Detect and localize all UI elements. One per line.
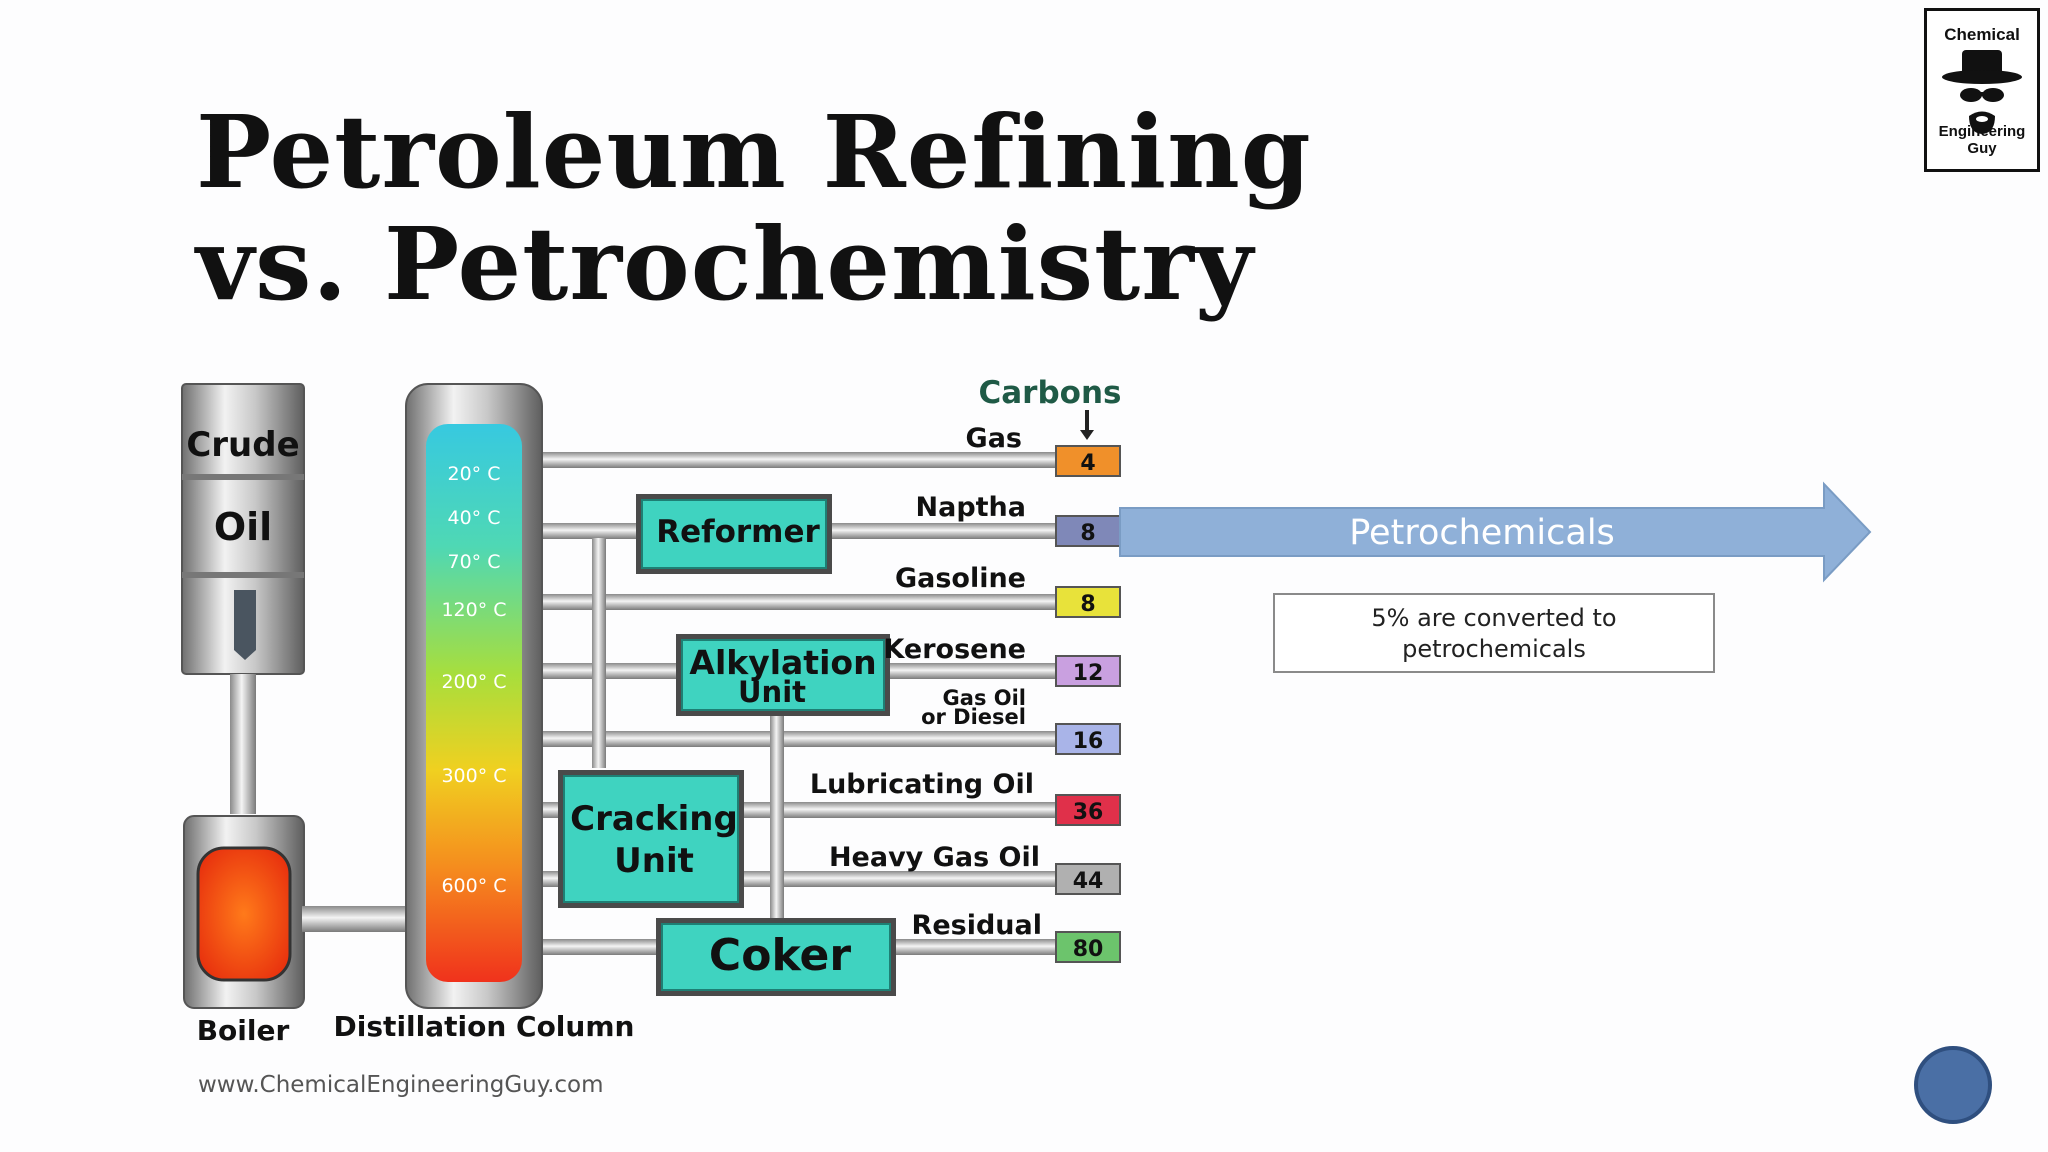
distillation-column: 20° C 40° C 70° C 120° C 200° C 300° C 6…: [334, 383, 635, 1043]
boiler-label: Boiler: [197, 1014, 290, 1047]
pipe-alkylation-down: [770, 712, 784, 924]
crude-oil-drum: Crude Oil: [181, 383, 305, 675]
temp-label: 20° C: [448, 463, 501, 485]
logo-top-text: Chemical: [1944, 25, 2020, 44]
carbon-count-boxes: 4 8 8 12 16 36 44 80: [1055, 445, 1121, 963]
product-label-gasoline: Gasoline: [895, 563, 1026, 594]
temp-label: 120° C: [441, 599, 506, 621]
arrow-label: Petrochemicals: [1349, 513, 1615, 553]
column-label: Distillation Column: [334, 1010, 635, 1043]
product-label-naptha: Naptha: [916, 492, 1027, 523]
note-line-1: 5% are converted to: [1371, 604, 1617, 632]
cracking-label-1: Cracking: [570, 799, 738, 839]
coker-unit: Coker: [656, 918, 896, 996]
pipe-diesel: [538, 731, 1058, 747]
temp-label: 40° C: [448, 507, 501, 529]
cracking-label-2: Unit: [614, 841, 694, 881]
product-labels: Gas Naptha Gasoline Kerosene Gas Oil or …: [810, 423, 1042, 941]
product-label-heavy-gas-oil: Heavy Gas Oil: [829, 842, 1040, 873]
temp-label: 300° C: [441, 765, 506, 787]
reformer-label: Reformer: [656, 514, 820, 550]
product-label-kerosene: Kerosene: [883, 634, 1026, 665]
carbon-box-diesel: [1055, 723, 1121, 755]
drum-label-crude: Crude: [186, 425, 299, 465]
temp-label: 70° C: [448, 551, 501, 573]
carbon-box-lubricating: [1055, 794, 1121, 826]
temp-label: 600° C: [441, 875, 506, 897]
chemical-engineering-guy-logo: Chemical Engineering Guy: [1924, 8, 2040, 172]
carbons-header: Carbons: [979, 375, 1122, 411]
carbon-box-gasoline: [1055, 586, 1121, 618]
logo-face-icon: [1942, 50, 2022, 134]
slide-nav-button[interactable]: [1914, 1046, 1992, 1124]
carbon-box-residual: [1055, 931, 1121, 963]
product-label-residual: Residual: [912, 910, 1042, 941]
carbon-box-naptha: [1055, 515, 1121, 547]
note-text: 5% are converted to petrochemicals: [1275, 595, 1713, 665]
title-line-2: vs. Petrochemistry: [196, 205, 1255, 323]
temp-label: 200° C: [441, 671, 506, 693]
carbon-count: 4: [1080, 451, 1095, 476]
drum-to-boiler-pipe: [230, 674, 256, 814]
carbon-count: 36: [1073, 800, 1104, 825]
carbon-count: 8: [1080, 592, 1095, 617]
product-label-gas-oil: Gas Oil: [943, 686, 1026, 710]
reformer-unit: Reformer: [636, 494, 832, 574]
product-label-or-diesel: or Diesel: [921, 705, 1026, 729]
drum-label-oil: Oil: [214, 505, 272, 549]
arrow-shape: [1119, 481, 1872, 583]
carbon-count: 16: [1073, 729, 1104, 754]
slide-title: Petroleum Refining vs. Petrochemistry: [196, 96, 1312, 320]
pipe-gas: [538, 452, 1058, 468]
carbon-count: 80: [1073, 937, 1104, 962]
alkylation-label-2: Unit: [738, 675, 806, 709]
boiler: Boiler: [183, 815, 305, 1047]
carbon-box-heavy-gas-oil: [1055, 863, 1121, 895]
boiler-to-column-pipe: [302, 906, 408, 932]
carbon-box-gas: [1055, 445, 1121, 477]
carbon-box-kerosene: [1055, 655, 1121, 687]
carbon-count: 44: [1073, 869, 1104, 894]
alkylation-label-1: Alkylation: [689, 643, 876, 682]
note-line-2: petrochemicals: [1402, 635, 1586, 663]
coker-label: Coker: [709, 930, 851, 981]
website-url: www.ChemicalEngineeringGuy.com: [198, 1072, 604, 1098]
conversion-note: 5% are converted to petrochemicals: [1273, 593, 1715, 673]
carbons-arrow-icon: [1085, 410, 1089, 434]
title-line-1: Petroleum Refining: [196, 93, 1312, 211]
carbon-count: 12: [1073, 661, 1104, 686]
pipe-reformer-down: [592, 538, 606, 768]
alkylation-unit: Alkylation Unit: [676, 634, 890, 716]
product-label-lubricating-oil: Lubricating Oil: [810, 769, 1034, 800]
cracking-unit: Cracking Unit: [558, 770, 744, 908]
petrochemicals-arrow: Petrochemicals: [1119, 481, 1872, 583]
logo-bottom-text: Engineering Guy: [1938, 123, 2026, 157]
carbon-count: 8: [1080, 521, 1095, 546]
pipe-gasoline: [538, 594, 1058, 610]
product-label-gas: Gas: [966, 423, 1022, 454]
